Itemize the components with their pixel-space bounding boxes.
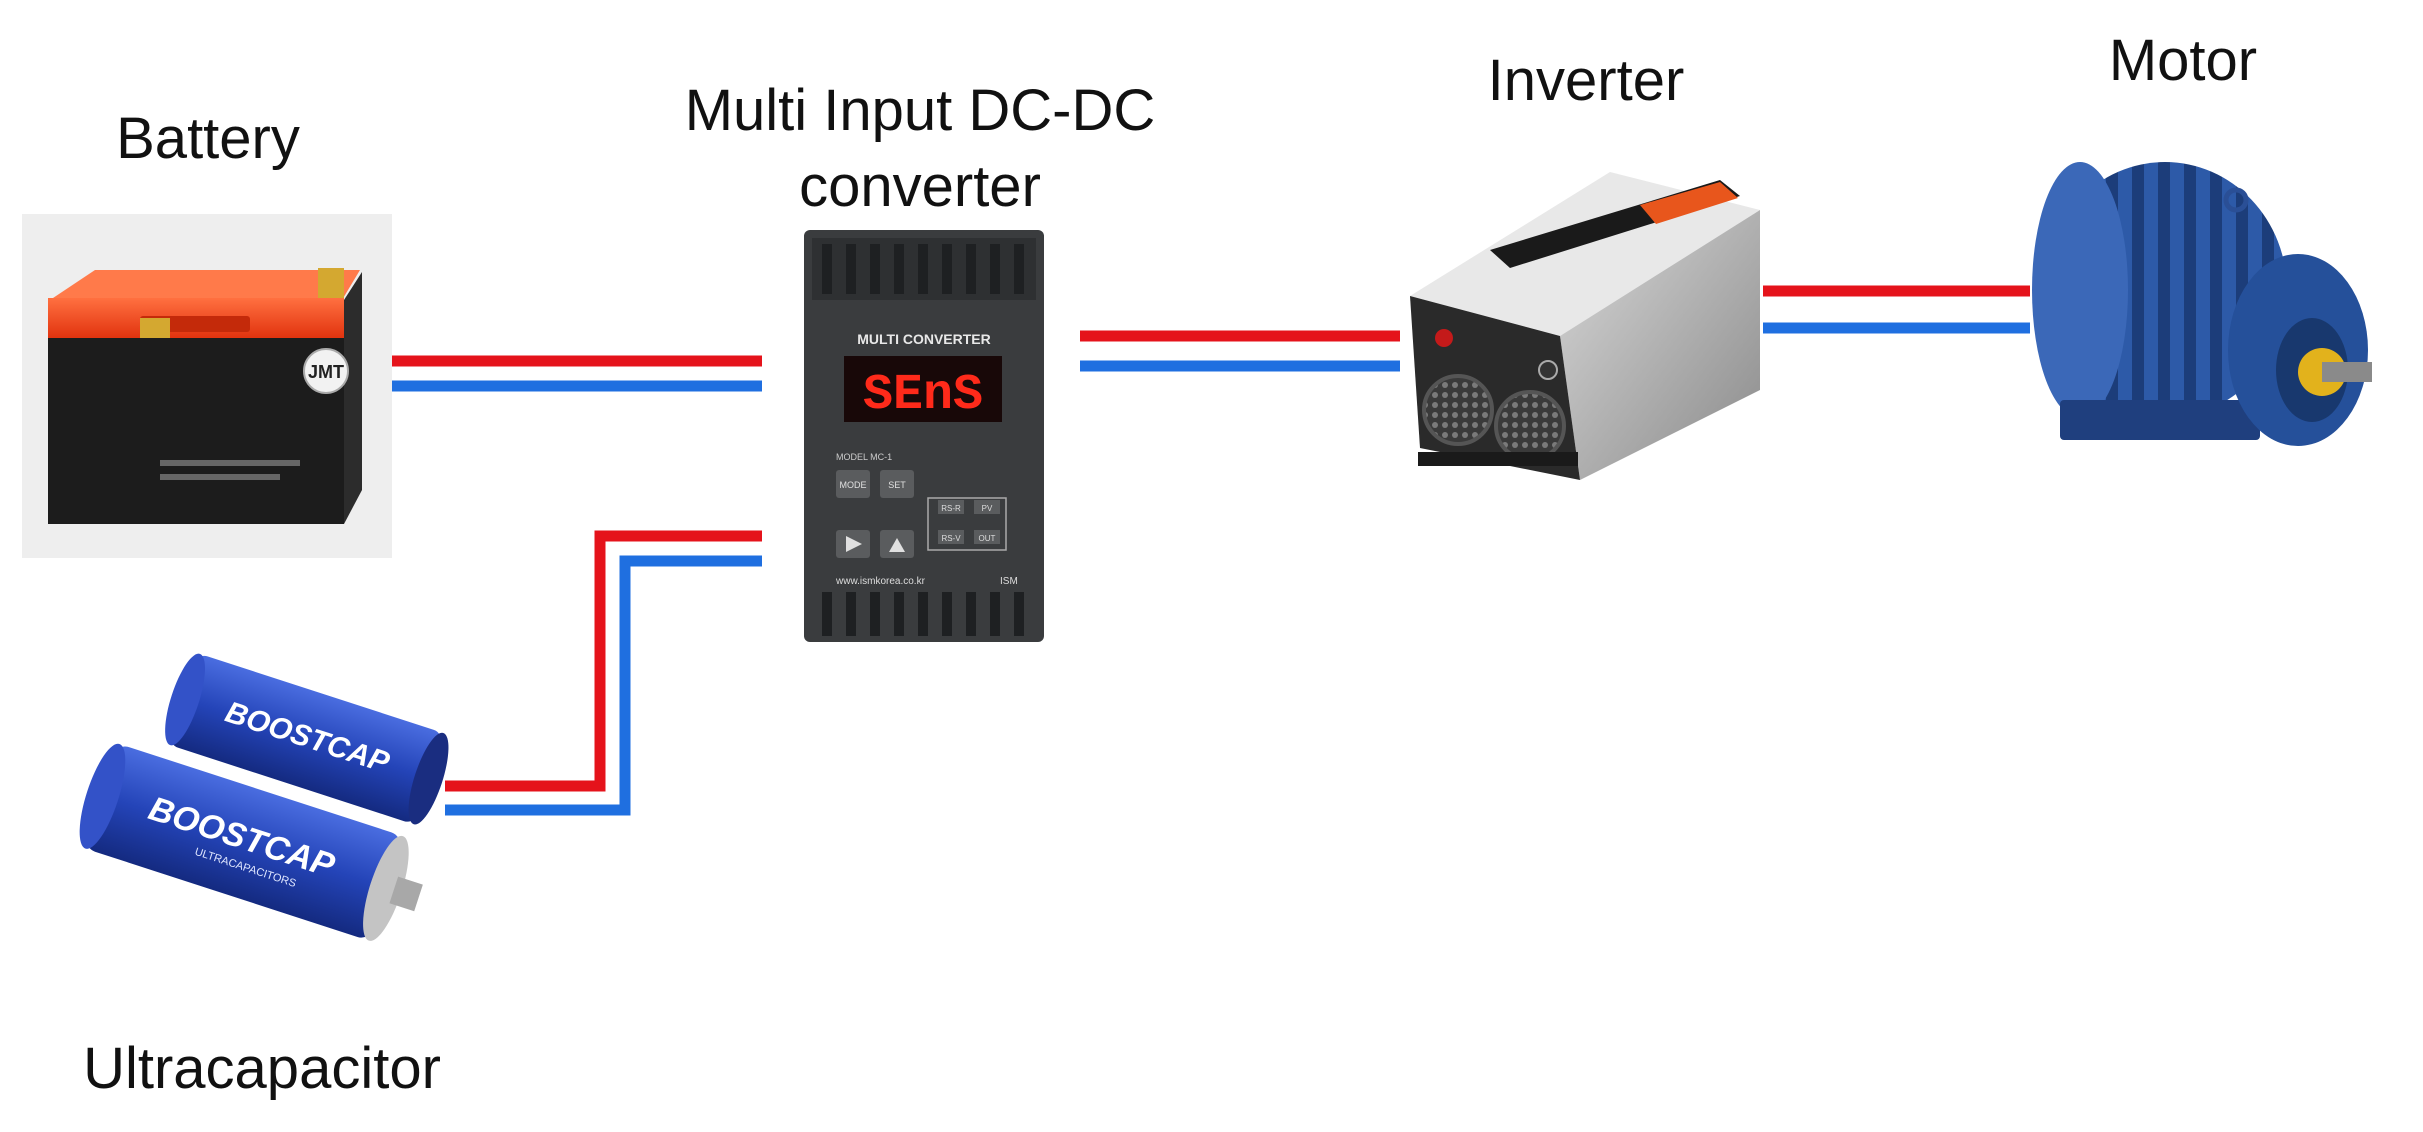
converter-label-line2: converter bbox=[799, 154, 1041, 219]
terminal-icon bbox=[1435, 329, 1453, 347]
converter-image: MULTI CONVERTER SEnS MODEL MC-1 MODE SET… bbox=[804, 230, 1044, 642]
brand-logo bbox=[303, 348, 349, 394]
converter-label-line1: Multi Input DC-DC bbox=[685, 78, 1156, 143]
wire-battery-converter bbox=[392, 355, 762, 392]
converter-display-text: SEnS bbox=[863, 367, 983, 424]
motor-label: Motor bbox=[2109, 28, 2257, 93]
motor-image bbox=[2032, 162, 2372, 446]
indicator-label: PV bbox=[982, 504, 993, 513]
set-button bbox=[880, 470, 914, 498]
indicator-label: RS-R bbox=[941, 504, 961, 513]
play-icon bbox=[846, 536, 862, 552]
wire-converter-inverter bbox=[1080, 330, 1400, 372]
mode-button bbox=[836, 470, 870, 498]
inverter-label: Inverter bbox=[1488, 48, 1685, 113]
battery-label: Battery bbox=[116, 106, 300, 171]
ultracap-terminal bbox=[389, 876, 423, 912]
positive-wire bbox=[445, 530, 762, 792]
set-button-label: SET bbox=[888, 480, 906, 490]
negative-wire bbox=[445, 555, 762, 816]
converter-display bbox=[844, 356, 1002, 422]
converter-brand: ISM bbox=[1000, 576, 1018, 587]
ultracapacitor-cell-back: BOOSTCAP bbox=[165, 653, 449, 825]
battery-image: JMT bbox=[22, 214, 392, 558]
converter-panel-title: MULTI CONVERTER bbox=[857, 331, 991, 347]
converter-model: MODEL MC-1 bbox=[836, 452, 892, 462]
wire-ultracapacitor-converter bbox=[445, 530, 762, 816]
ultracapacitor-label: Ultracapacitor bbox=[83, 1036, 441, 1101]
ultracapacitor-cell-front: BOOSTCAP ULTRACAPACITORS bbox=[79, 743, 423, 941]
indicator-label: RS-V bbox=[941, 534, 961, 543]
battery-brand-text: JMT bbox=[308, 362, 344, 382]
wire-inverter-motor bbox=[1763, 285, 2030, 334]
terminal-icon bbox=[1538, 360, 1558, 380]
terminal-icon bbox=[318, 268, 344, 298]
terminal-icon bbox=[140, 318, 170, 338]
fan-icon bbox=[1422, 374, 1494, 446]
triangle-up-icon bbox=[889, 538, 905, 552]
motor-shaft bbox=[2322, 362, 2372, 382]
inverter-image bbox=[1410, 172, 1760, 480]
fan-icon bbox=[1494, 390, 1566, 462]
ultracapacitor-image: BOOSTCAP BOOSTCAP ULTRACAPACITORS bbox=[79, 653, 449, 941]
indicator-label: OUT bbox=[979, 534, 996, 543]
converter-website: www.ismkorea.co.kr bbox=[835, 576, 926, 587]
mode-button-label: MODE bbox=[840, 480, 867, 490]
